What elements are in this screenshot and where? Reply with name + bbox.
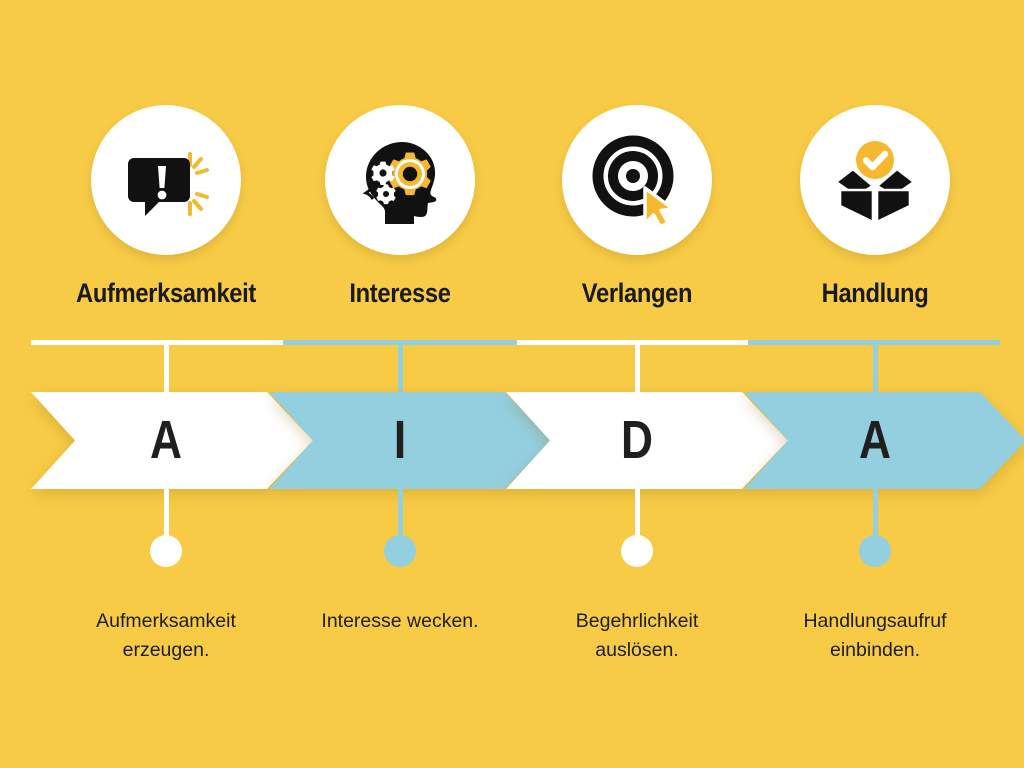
connector-dot-1 — [150, 535, 182, 567]
step-title-desire: Verlangen — [581, 278, 693, 308]
caption-line: Interesse wecken. — [321, 610, 479, 632]
chevron-band-attention[interactable] — [31, 392, 313, 489]
step-caption-attention: Aufmerksamkeit erzeugen. — [16, 607, 316, 665]
open-box-check-icon — [827, 132, 923, 228]
connector-dot-3 — [621, 535, 653, 567]
head-gears-icon — [352, 132, 448, 228]
step-title-attention: Aufmerksamkeit — [76, 278, 256, 308]
caption-line: einbinden. — [830, 639, 920, 661]
target-cursor-icon — [589, 132, 685, 228]
caption-line: Handlungsaufruf — [803, 610, 947, 632]
chevron-band-interest[interactable] — [269, 392, 551, 489]
caption-line: auslösen. — [595, 639, 679, 661]
speech-bubble-exclamation-icon — [118, 132, 214, 228]
connector-line-top-4 — [873, 341, 878, 394]
connector-line-top-3 — [635, 341, 640, 394]
caption-line: Aufmerksamkeit — [96, 610, 236, 632]
step-icon-circle-desire[interactable] — [562, 105, 712, 255]
step-caption-desire: Begehrlichkeit auslösen. — [487, 607, 787, 665]
step-title-interest: Interesse — [349, 278, 451, 308]
connector-line-bottom-1 — [164, 489, 169, 555]
connector-line-top-1 — [164, 341, 169, 394]
connector-line-bottom-4 — [873, 489, 878, 555]
step-icon-circle-attention[interactable] — [91, 105, 241, 255]
step-icon-circle-interest[interactable] — [325, 105, 475, 255]
connector-line-bottom-3 — [635, 489, 640, 555]
connector-dot-2 — [384, 535, 416, 567]
step-caption-interest: Interesse wecken. — [250, 607, 550, 636]
caption-line: erzeugen. — [122, 639, 210, 661]
step-title-action: Handlung — [821, 278, 929, 308]
rail-segment-1 — [31, 340, 283, 345]
step-icon-circle-action[interactable] — [800, 105, 950, 255]
chevron-band-action[interactable] — [744, 392, 1024, 489]
connector-line-bottom-2 — [398, 489, 403, 555]
chevron-band-desire[interactable] — [506, 392, 788, 489]
connector-line-top-2 — [398, 341, 403, 394]
caption-line: Begehrlichkeit — [575, 610, 699, 632]
step-caption-action: Handlungsaufruf einbinden. — [725, 607, 1024, 665]
connector-dot-4 — [859, 535, 891, 567]
rail-segment-3 — [517, 340, 748, 345]
